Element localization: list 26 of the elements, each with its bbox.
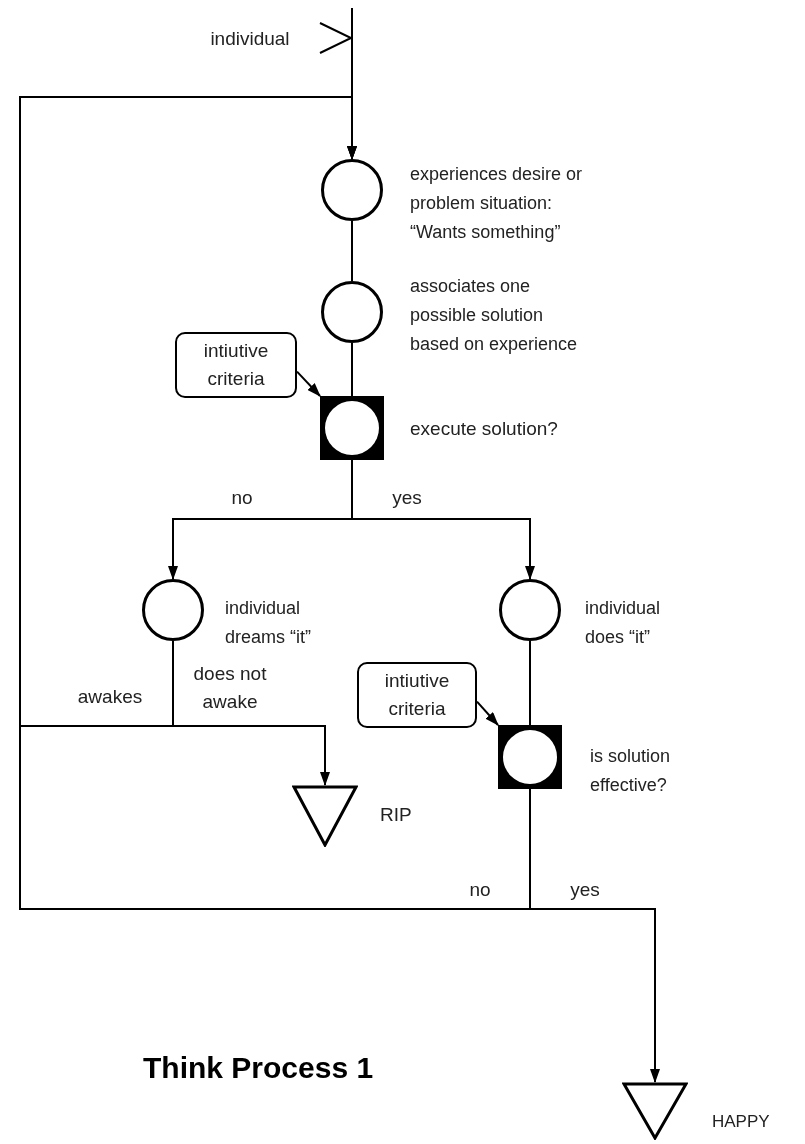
criteria-box: intiutive criteria bbox=[175, 332, 297, 398]
node-description: experiences desire or problem situation: “Wants something” bbox=[410, 163, 584, 244]
edge-label: no bbox=[468, 878, 492, 902]
end-triangle bbox=[622, 1082, 688, 1140]
node-description: individual does “it” bbox=[585, 597, 662, 649]
node-description: associates one possible solution based on experience bbox=[410, 275, 579, 356]
arrow bbox=[296, 370, 321, 397]
criteria-box: intiutive criteria bbox=[357, 662, 477, 728]
edge-label: individual bbox=[209, 27, 291, 51]
edge-label: awakes bbox=[76, 685, 144, 709]
edge-label: does not awake bbox=[192, 662, 268, 714]
node-description: individual dreams “it” bbox=[225, 597, 312, 649]
node-description: HAPPY bbox=[712, 1111, 771, 1133]
decision-symbol bbox=[498, 725, 562, 789]
arrow bbox=[476, 700, 499, 726]
edge-label: no bbox=[230, 486, 254, 510]
node-description: is solution effective? bbox=[590, 745, 672, 797]
caption: Think Process 1 bbox=[143, 1050, 374, 1086]
edge-label: yes bbox=[391, 486, 423, 510]
node-description: execute solution? bbox=[410, 417, 559, 441]
decision-symbol bbox=[320, 396, 384, 460]
arrow bbox=[351, 459, 535, 580]
node-description: RIP bbox=[380, 803, 413, 827]
end-triangle bbox=[292, 785, 358, 847]
edge-label: yes bbox=[569, 878, 601, 902]
arrow bbox=[19, 96, 531, 910]
